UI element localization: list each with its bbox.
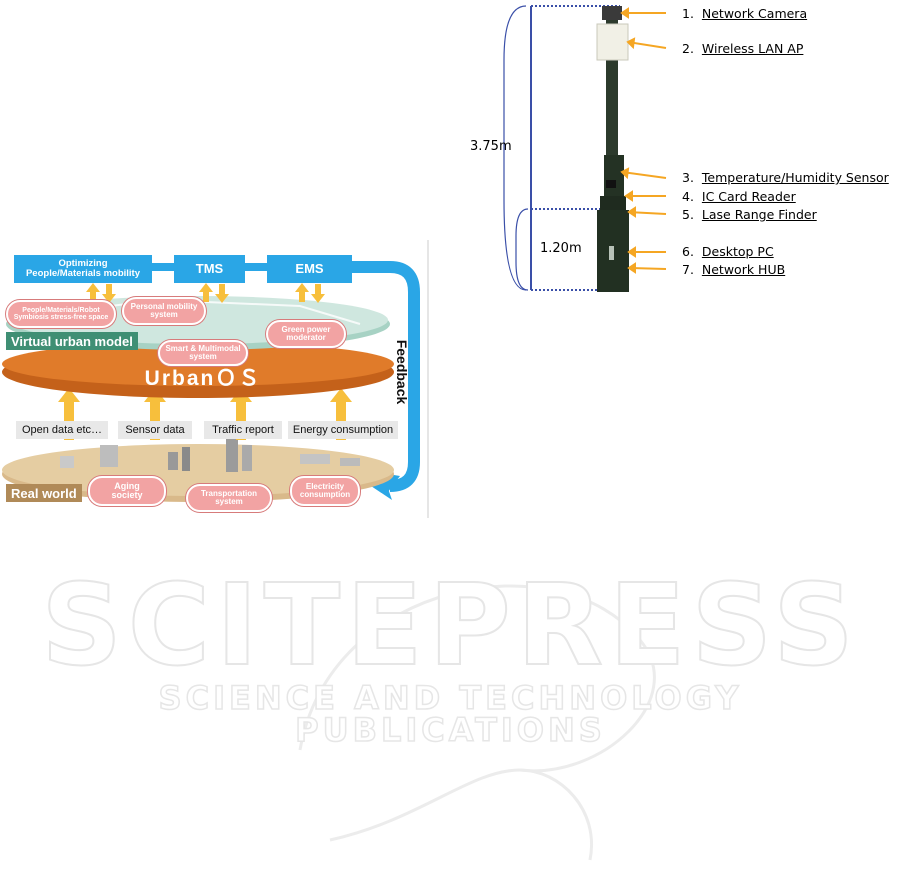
real-world-label: Real world — [6, 484, 82, 502]
energy-consumption-label: Energy consumption — [288, 421, 398, 439]
sensor-pole-graphics — [503, 5, 667, 292]
sensor-data-label: Sensor data — [118, 421, 192, 439]
transportation-system-pill: Transportation system — [186, 484, 272, 512]
watermark-swoosh — [298, 584, 656, 861]
component-wireless-lan-ap: 2. Wireless LAN AP — [682, 41, 804, 56]
personal-mobility-pill: Personal mobility system — [122, 297, 206, 325]
virtual-urban-model-label: Virtual urban model — [6, 332, 138, 350]
component-network-hub: 7. Network HUB — [682, 262, 786, 277]
open-data-label: Open data etc… — [16, 421, 108, 439]
symbiosis-space-pill: People/Materials/Robot Symbiosis stress-… — [6, 300, 116, 328]
watermark-sub: SCIENCE AND TECHNOLOGY PUBLICATIONS — [158, 679, 743, 749]
component-ic-card-reader: 4. IC Card Reader — [682, 189, 796, 204]
green-power-pill: Green power moderator — [266, 320, 346, 348]
ems-box: EMS — [267, 255, 352, 283]
sensor-pole-figure: 3.75m 1.20m 1. Network Camera 2. Wireles… — [470, 0, 901, 300]
electricity-consumption-pill: Electricity consumption — [290, 476, 360, 506]
total-height-label: 3.75m — [470, 139, 512, 154]
tms-box: TMS — [174, 255, 245, 283]
component-desktop-pc: 6. Desktop PC — [682, 244, 774, 259]
aging-society-pill: Aging society — [88, 476, 166, 506]
urban-os-diagram: Optimizing People/Materials mobility TMS… — [0, 240, 430, 518]
optimizing-mobility-box: Optimizing People/Materials mobility — [14, 255, 152, 283]
lower-height-label: 1.20m — [540, 241, 582, 256]
component-temperature-sensor: 3. Temperature/Humidity Sensor — [682, 170, 889, 185]
component-network-camera: 1. Network Camera — [682, 6, 808, 21]
smart-multimodal-pill: Smart & Multimodal system — [158, 340, 248, 366]
traffic-report-label: Traffic report — [204, 421, 282, 439]
component-laser-range-finder: 5. Lase Range Finder — [682, 207, 817, 222]
urban-os-label: UrbanＯＳ — [144, 367, 262, 390]
feedback-label: Feedback — [394, 339, 410, 405]
watermark-main: SCITEPRESS — [40, 561, 860, 691]
